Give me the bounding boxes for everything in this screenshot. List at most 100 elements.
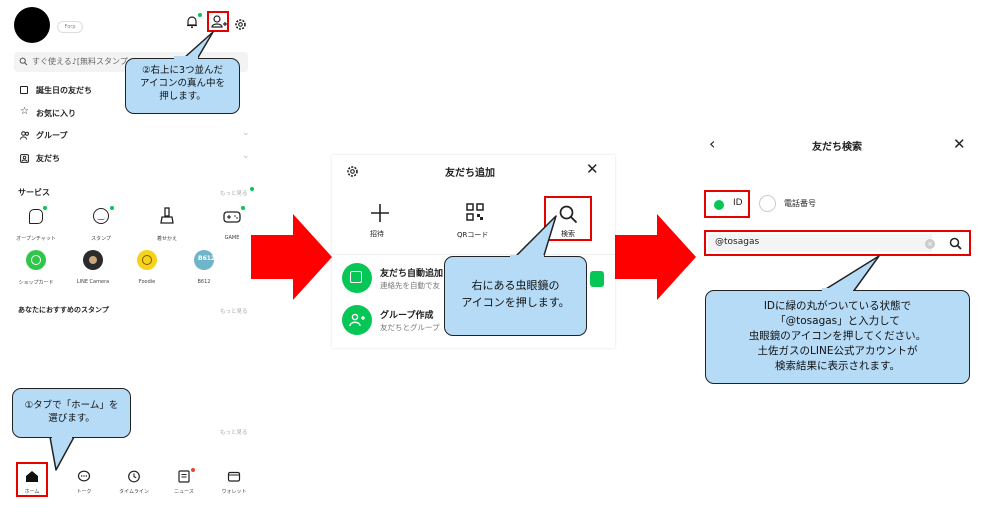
callout-pointer-cover — [510, 255, 544, 259]
home-icon — [26, 471, 38, 482]
page-title: 友だち検索 — [812, 142, 862, 153]
callout-pointer-cover — [52, 435, 72, 439]
service-shopcard[interactable]: ショップカード — [16, 250, 56, 300]
callout-step2: ②右上に3つ並んだ アイコンの真ん中を 押します。 — [125, 58, 240, 114]
service-stickers[interactable]: ‿ スタンプ — [81, 206, 121, 256]
new-dot — [110, 206, 114, 210]
profile-chip[interactable]: Forp — [57, 21, 83, 33]
list-item-label: グループ — [36, 131, 68, 140]
tab-wallet[interactable]: ウォレット — [217, 468, 251, 495]
list-item-title: 友だち自動追加 — [380, 269, 444, 279]
list-item-create-group[interactable]: グループ作成 友だちとグループ — [342, 305, 607, 339]
back-chevron-icon[interactable]: ‹ — [709, 134, 716, 153]
search-button[interactable]: 検索 — [544, 196, 592, 241]
line-home-screen: Forp すぐ使える♪[無料スタンプ 誕生日の友だち ☆ お気に入り グループ … — [0, 0, 262, 508]
page-title: 友だち追加 — [445, 168, 495, 179]
services-more-link[interactable]: もっと見る — [220, 191, 248, 197]
gamepad-icon — [223, 211, 241, 223]
person-icon — [20, 154, 29, 163]
news-badge-dot — [191, 468, 195, 472]
id-search-field[interactable]: @tosagas × — [704, 230, 971, 256]
radio-phone[interactable]: 電話番号 — [759, 194, 839, 214]
recommended-more-link[interactable]: もっと見る — [220, 309, 248, 315]
close-icon[interactable]: ✕ — [586, 160, 599, 178]
toggle-edge[interactable] — [590, 271, 604, 287]
tab-home-highlight — [16, 462, 48, 497]
service-openchat[interactable]: オープンチャット — [16, 206, 56, 256]
new-dot — [241, 206, 245, 210]
list-item-label: お気に入り — [36, 109, 76, 118]
gift-icon — [20, 86, 28, 94]
create-group-icon — [342, 305, 372, 335]
smiley-icon: ‿ — [93, 208, 109, 224]
service-label: LINE Camera — [76, 279, 110, 285]
callout-step1: ①タブで「ホーム」を 選びます。 — [12, 388, 131, 438]
chevron-down-icon[interactable]: ⌄ — [242, 151, 250, 161]
chevron-down-icon[interactable]: ⌄ — [242, 128, 250, 138]
star-icon: ☆ — [20, 106, 29, 117]
search-input-bg — [708, 234, 932, 252]
add-friend-button[interactable] — [207, 11, 229, 32]
callout-step4: IDに緑の丸がついている状態で 「@tosagas」と入力して 虫眼鏡のアイコン… — [705, 290, 970, 384]
service-label: 着せかえ — [156, 236, 177, 242]
tab-label: トーク — [76, 489, 92, 495]
tab-home[interactable]: ホーム — [15, 468, 49, 495]
auto-add-icon — [342, 263, 372, 293]
notification-dot — [198, 13, 202, 17]
chat-bubble-icon — [77, 470, 91, 482]
bell-icon[interactable] — [185, 14, 199, 29]
tab-talk[interactable]: トーク — [67, 468, 101, 495]
tab-news[interactable]: ニュース — [167, 468, 201, 495]
tab-label: ホーム — [24, 489, 40, 495]
service-label: Foodie — [138, 279, 156, 285]
service-themes[interactable]: 着せかえ — [147, 206, 187, 256]
radio-id[interactable]: ID — [704, 190, 750, 218]
tab-label: ニュース — [174, 489, 194, 495]
list-item-subtitle: 連絡先を自動で友 — [380, 281, 440, 290]
more-link[interactable]: もっと見る — [220, 430, 248, 436]
qr-code-button[interactable]: QRコード — [450, 203, 500, 243]
service-label: スタンプ — [91, 236, 111, 242]
list-item-favorites[interactable]: ☆ お気に入り — [20, 106, 250, 121]
clear-icon[interactable]: × — [925, 239, 935, 249]
list-item-title: グループ作成 — [380, 311, 434, 321]
tab-label: タイムライン — [119, 489, 149, 495]
settings-gear-icon[interactable] — [234, 16, 247, 30]
service-label: オープンチャット — [16, 236, 56, 242]
service-foodie[interactable]: Foodie — [127, 250, 167, 300]
radio-selected-dot — [714, 200, 724, 210]
list-item-birthday[interactable]: 誕生日の友だち — [20, 84, 250, 98]
new-dot — [250, 187, 254, 191]
news-icon — [178, 470, 190, 483]
service-b612[interactable]: B612 B612 — [184, 250, 224, 300]
shopcard-icon — [26, 250, 46, 270]
settings-gear-icon[interactable] — [346, 165, 359, 178]
avatar[interactable] — [14, 7, 50, 43]
list-item-subtitle: 友だちとグループ — [380, 323, 440, 332]
foodie-icon — [137, 250, 157, 270]
radio-empty-circle — [759, 195, 776, 212]
close-icon[interactable]: ✕ — [953, 135, 966, 153]
invite-label: 招待 — [370, 230, 384, 238]
list-item-friends[interactable]: 友だち ⌄ — [20, 151, 250, 166]
search-label: 検索 — [561, 230, 575, 238]
list-item-label: 友だち — [36, 154, 60, 163]
service-label: ショップカード — [18, 280, 54, 286]
radio-id-label: ID — [733, 198, 743, 208]
b612-icon: B612 — [194, 250, 215, 270]
search-input-value[interactable]: @tosagas — [715, 237, 760, 247]
plus-icon — [371, 204, 389, 222]
wallet-icon — [227, 471, 241, 482]
list-item-label: 誕生日の友だち — [36, 86, 92, 95]
invite-button[interactable]: 招待 — [360, 203, 400, 243]
tab-timeline[interactable]: タイムライン — [117, 468, 151, 495]
radio-phone-label: 電話番号 — [784, 199, 816, 208]
list-item-groups[interactable]: グループ ⌄ — [20, 128, 250, 143]
service-game[interactable]: GAME — [212, 206, 252, 256]
list-item-auto-add[interactable]: 友だち自動追加 連絡先を自動で友 — [342, 263, 607, 297]
service-line-camera[interactable]: LINE Camera — [71, 250, 115, 300]
search-magnifier-icon[interactable] — [949, 237, 962, 250]
qr-code-icon — [466, 203, 484, 221]
search-icon — [19, 57, 28, 66]
camera-icon — [83, 250, 103, 270]
